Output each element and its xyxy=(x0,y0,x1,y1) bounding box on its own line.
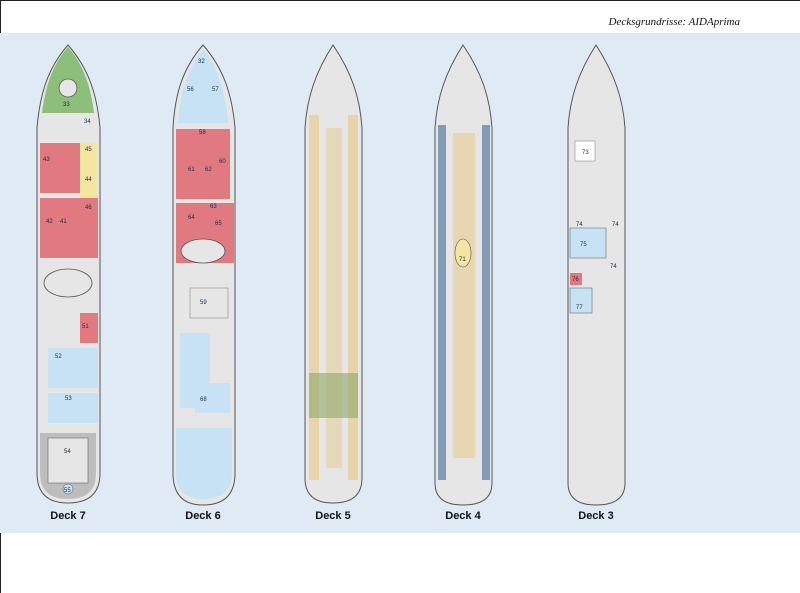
deck-7-room-46: 46 xyxy=(85,205,92,211)
deck-4-cabins-center xyxy=(453,133,475,458)
deck-4-center-space xyxy=(454,238,472,268)
deck-6-room-59: 59 xyxy=(200,300,207,306)
deck-7: 54 52 53 33 34 45 44 46 43 42 41 51 55 xyxy=(36,44,101,504)
deck-7-bow-pool xyxy=(58,78,78,98)
deck-6-room-64: 64 xyxy=(188,215,195,221)
deck-3-label: Deck 3 xyxy=(578,510,613,522)
deck-6-bow xyxy=(178,49,228,123)
deck-6: 32 56 57 58 60 61 62 63 64 65 59 68 xyxy=(172,44,236,506)
deck-7-theater xyxy=(43,268,93,298)
deck-7-restaurant-fwd xyxy=(40,143,80,193)
deck-3-area-73 xyxy=(574,140,596,162)
deck-6-restaurant-fwd xyxy=(176,129,230,199)
deck-5-cabins-starboard xyxy=(348,115,358,480)
deck-6-room-58: 58 xyxy=(199,130,206,136)
deck-6-room-61: 61 xyxy=(188,167,195,173)
deck-plans-area: 54 52 53 33 34 45 44 46 43 42 41 51 55 3… xyxy=(0,33,800,533)
deck-7-bar xyxy=(80,313,98,343)
deck-3-room-73: 73 xyxy=(582,150,589,156)
deck-7-lounge xyxy=(80,143,98,203)
deck-7-room-44: 44 xyxy=(85,177,92,183)
deck-4-cabins-port xyxy=(438,125,446,480)
deck-7-room-43: 43 xyxy=(43,157,50,163)
deck-5 xyxy=(304,44,363,504)
deck-6-area-68 xyxy=(195,383,230,413)
deck-6-theater xyxy=(180,238,226,264)
deck-6-room-65: 65 xyxy=(215,221,222,227)
deck-4: 71 xyxy=(434,44,493,506)
deck-6-stern xyxy=(176,428,232,499)
deck-plans-svg: 54 52 53 33 34 45 44 46 43 42 41 51 55 3… xyxy=(36,44,626,522)
deck-5-cabins-port xyxy=(309,115,319,480)
deck-6-room-56: 56 xyxy=(187,87,194,93)
deck-7-room-55: 55 xyxy=(64,488,71,494)
deck-6-label: Deck 6 xyxy=(185,510,220,522)
deck-6-area-59 xyxy=(189,287,229,319)
deck-4-label: Deck 4 xyxy=(445,510,481,522)
deck-6-room-57: 57 xyxy=(212,87,219,93)
deck-5-cabins-green xyxy=(309,373,358,418)
deck-3-room-74a: 74 xyxy=(576,222,583,228)
deck-3-room-74c: 74 xyxy=(610,264,617,270)
deck-7-area-52 xyxy=(48,348,98,388)
deck-6-room-32: 32 xyxy=(198,59,205,65)
deck-6-room-63: 63 xyxy=(210,204,217,210)
deck-7-room-41: 41 xyxy=(60,219,67,225)
deck-7-label: Deck 7 xyxy=(50,510,85,522)
deck-3-area-75 xyxy=(569,227,607,259)
deck-3-room-75: 75 xyxy=(580,242,587,248)
deck-7-area-53 xyxy=(48,393,98,423)
deck-3: 73 74 74 75 74 76 77 xyxy=(567,44,626,506)
deck-7-restaurant-mid xyxy=(40,198,98,258)
deck-3-area-76 xyxy=(570,273,582,285)
deck-7-room-54: 54 xyxy=(64,449,71,455)
deck-7-room-53: 53 xyxy=(65,396,72,402)
deck-7-room-34: 34 xyxy=(84,119,91,125)
deck-7-room-45: 45 xyxy=(85,147,92,153)
deck-3-area-77 xyxy=(569,287,593,314)
deck-4-cabins-starboard xyxy=(482,125,490,480)
deck-3-room-74b: 74 xyxy=(612,222,619,228)
deck-4-hull xyxy=(434,44,493,506)
deck-7-room-51: 51 xyxy=(82,324,89,330)
deck-5-label: Deck 5 xyxy=(315,510,350,522)
deck-3-room-76: 76 xyxy=(572,277,579,283)
deck-7-room-52: 52 xyxy=(55,354,62,360)
deck-7-stern-pool xyxy=(62,483,74,495)
deck-7-stern-terrace xyxy=(47,437,89,484)
deck-6-room-60: 60 xyxy=(219,159,226,165)
deck-3-room-77: 77 xyxy=(576,305,583,311)
deck-7-room-42: 42 xyxy=(46,219,53,225)
deck-6-room-62: 62 xyxy=(205,167,212,173)
document-title: Decksgrundrisse: AIDAprima xyxy=(608,16,740,28)
deck-7-room-33: 33 xyxy=(63,102,70,108)
deck-6-room-68: 68 xyxy=(200,397,207,403)
deck-4-room-71: 71 xyxy=(459,257,466,263)
